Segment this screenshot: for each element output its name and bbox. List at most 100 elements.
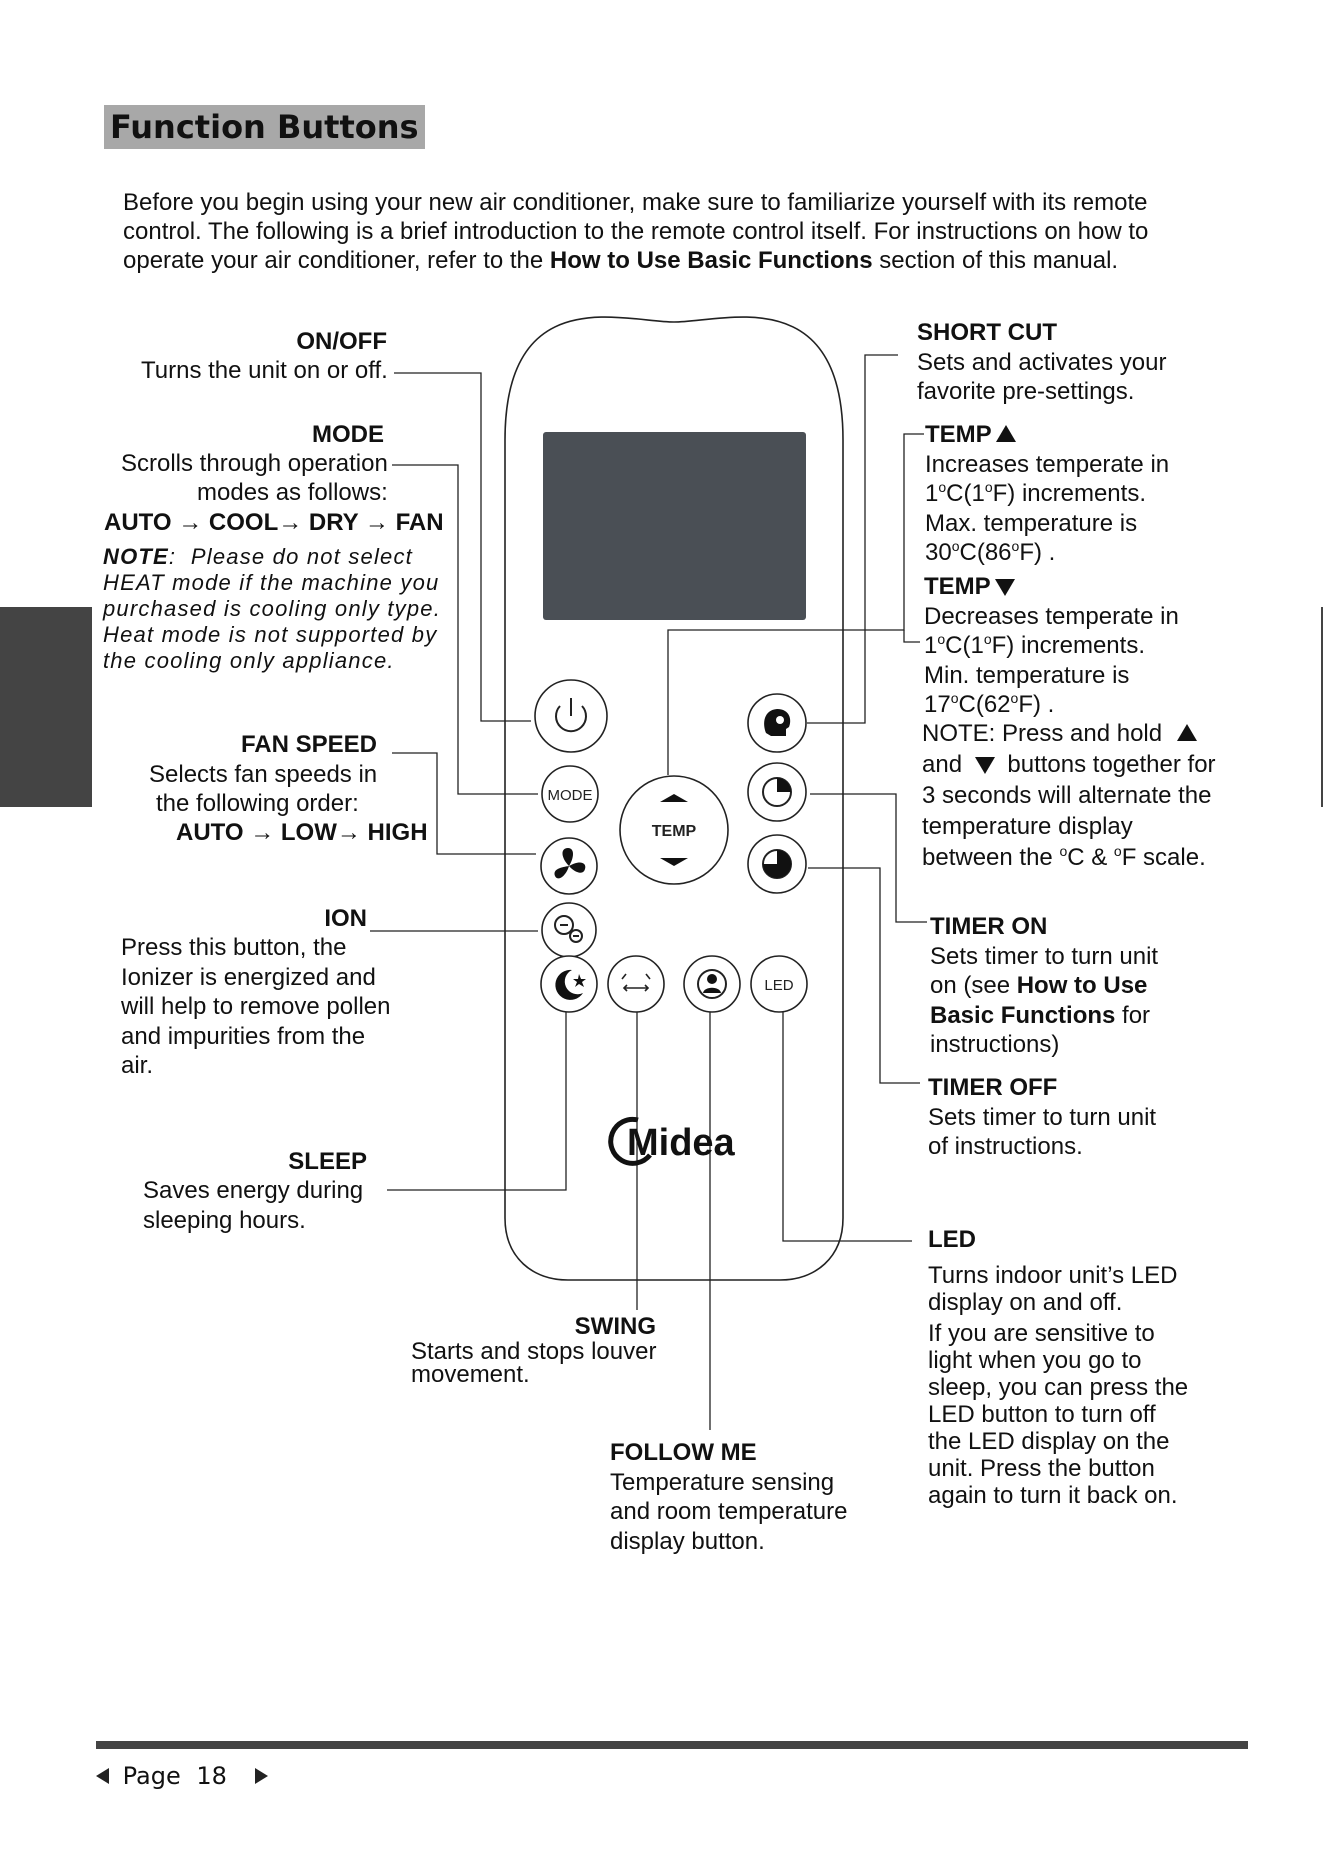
temp-note-2b: buttons together for — [1007, 751, 1216, 778]
leader-timeroff — [808, 867, 920, 1084]
timer-on-desc-1: Sets timer to turn unit — [930, 942, 1159, 970]
down-triangle-icon — [974, 757, 995, 774]
fan-desc-1: Selects fan speeds in — [149, 761, 378, 788]
temp-down-desc-2b: F) increments. — [991, 632, 1145, 659]
timer-off-heading: TIMER OFF — [928, 1074, 1058, 1101]
leader-onoff — [394, 372, 531, 722]
footer-rule — [96, 1741, 1248, 1749]
shortcut-icon — [764, 709, 791, 736]
page-footer: Page 18 — [96, 1759, 268, 1792]
degree-symbol: o — [938, 479, 947, 495]
follow-me-heading: FOLLOW ME — [610, 1439, 757, 1466]
fan-sequence: AUTO → LOW→ HIGH — [176, 819, 428, 846]
ion-desc-4: and impurities from the — [121, 1022, 366, 1050]
temp-down-label: TEMP Decreases temperate in 1oC(1oF) inc… — [924, 572, 1179, 720]
mode-note-2: HEAT mode if the machine you — [103, 570, 440, 595]
temp-up-icon — [660, 794, 688, 802]
leader-led — [782, 1012, 912, 1242]
led-desc-2: display on and off. — [928, 1289, 1123, 1316]
led-desc-7: the LED display on the — [928, 1428, 1170, 1455]
next-page-icon[interactable] — [254, 1768, 268, 1784]
prev-page-icon[interactable] — [96, 1768, 109, 1784]
intro-bold-link: How to Use Basic Functions — [549, 247, 873, 274]
ion-heading: ION — [324, 905, 367, 932]
led-desc-6: LED button to turn off — [928, 1401, 1156, 1428]
mode-sequence: AUTO → COOL→ DRY → FAN — [104, 509, 444, 536]
led-desc-3: If you are sensitive to — [928, 1320, 1155, 1347]
mode-note-1: Please do not select — [190, 544, 413, 569]
temp-note-5a: between the — [922, 844, 1060, 871]
leader-mode — [392, 464, 538, 795]
timer-on-desc-2a: on (see — [930, 972, 1017, 999]
mode-heading: MODE — [312, 421, 384, 448]
sleep-heading: SLEEP — [288, 1148, 367, 1175]
timer-on-desc-4: instructions) — [930, 1031, 1060, 1058]
temp-button[interactable] — [619, 775, 729, 885]
temp-down-desc-4b: F) . — [1018, 691, 1055, 718]
temp-down-heading: TEMP — [924, 573, 991, 600]
temp-note-4: temperature display — [922, 813, 1133, 840]
led-desc-1: Turns indoor unit’s LED — [928, 1262, 1178, 1289]
timer-on-desc-3b: for — [1115, 1001, 1151, 1029]
led-desc-5: sleep, you can press the — [928, 1374, 1189, 1401]
mode-button[interactable] — [541, 765, 599, 823]
shortcut-heading: SHORT CUT — [917, 319, 1057, 346]
swing-heading: SWING — [574, 1313, 656, 1340]
follow-me-desc-2: and room temperature — [610, 1498, 848, 1525]
degree-symbol: o — [950, 690, 959, 706]
temp-note-2a: and — [922, 751, 963, 778]
temp-max-num: 30 — [925, 539, 952, 566]
degree-symbol: o — [937, 631, 946, 647]
swing-desc: Starts and stops louver movement. — [411, 1338, 657, 1387]
ion-button[interactable] — [541, 902, 597, 958]
timer-on-desc-2b: How to Use — [1016, 972, 1148, 999]
sleep-moon-icon — [555, 969, 586, 1000]
temp-note-3: 3 seconds will alternate the — [922, 782, 1212, 809]
sleep-button[interactable] — [540, 955, 598, 1013]
shortcut-label: SHORT CUT Sets and activates your favori… — [917, 318, 1166, 407]
temp-up-desc-4b: F) . — [1019, 539, 1056, 566]
swing-button[interactable] — [607, 955, 665, 1013]
temp-up-step-num: 1 — [925, 480, 939, 507]
degree-symbol: o — [1011, 538, 1020, 554]
chapter-tab — [0, 607, 92, 807]
section-title-text: Function Buttons — [110, 108, 419, 146]
sleep-desc-1: Saves energy during — [143, 1177, 364, 1204]
leader-shortcut — [807, 354, 898, 724]
timer-off-icon — [762, 849, 792, 879]
onoff-heading: ON/OFF — [296, 328, 387, 355]
mode-button-label: MODE — [548, 787, 593, 804]
temp-down-desc-4a: C(62 — [958, 691, 1011, 718]
mode-desc-1: Scrolls through operation — [121, 450, 388, 477]
leader-tempdown — [903, 630, 920, 643]
ion-desc-1: Press this button, the — [121, 934, 347, 961]
temp-up-desc-1: Increases temperate in — [925, 450, 1170, 478]
temp-down-desc-2a: C(1 — [945, 632, 984, 659]
swing-icon — [621, 973, 651, 992]
temp-down-desc-3: Min. temperature is — [924, 661, 1130, 689]
timer-off-label: TIMER OFF Sets timer to turn unit of ins… — [928, 1073, 1156, 1162]
section-title: Function Buttons — [104, 105, 425, 149]
follow-me-desc-3: display button. — [610, 1527, 765, 1555]
sleep-desc: Saves energy during sleeping hours. — [143, 1176, 363, 1235]
temp-up-label: TEMP Increases temperate in 1oC(1oF) inc… — [925, 420, 1169, 568]
temp-down-desc-1: Decreases temperate in — [924, 602, 1179, 630]
down-triangle-icon — [994, 579, 1015, 596]
power-icon — [555, 698, 587, 733]
temp-up-desc-2a: C(1 — [946, 480, 985, 507]
remote-outline — [504, 316, 844, 1281]
mode-note-5: the cooling only appliance. — [103, 648, 395, 673]
swing-desc-1: Starts and stops louver — [411, 1338, 657, 1365]
temp-note-5c: F scale. — [1121, 844, 1206, 871]
ion-desc-3: will help to remove pollen — [121, 993, 391, 1020]
fan-heading: FAN SPEED — [240, 731, 377, 758]
led-button[interactable] — [750, 955, 808, 1013]
ion-desc-5: air. — [121, 1052, 154, 1079]
temp-down-step-num: 1 — [924, 632, 938, 659]
timer-off-desc-1: Sets timer to turn unit — [928, 1103, 1157, 1131]
temp-note: NOTE: Press and hold and buttons togethe… — [922, 718, 1216, 873]
ion-desc-2: Ionizer is energized and — [121, 963, 376, 991]
leader-sleep — [387, 1012, 567, 1191]
temp-button-label: TEMP — [652, 823, 697, 840]
shortcut-desc-1: Sets and activates your — [917, 348, 1167, 376]
